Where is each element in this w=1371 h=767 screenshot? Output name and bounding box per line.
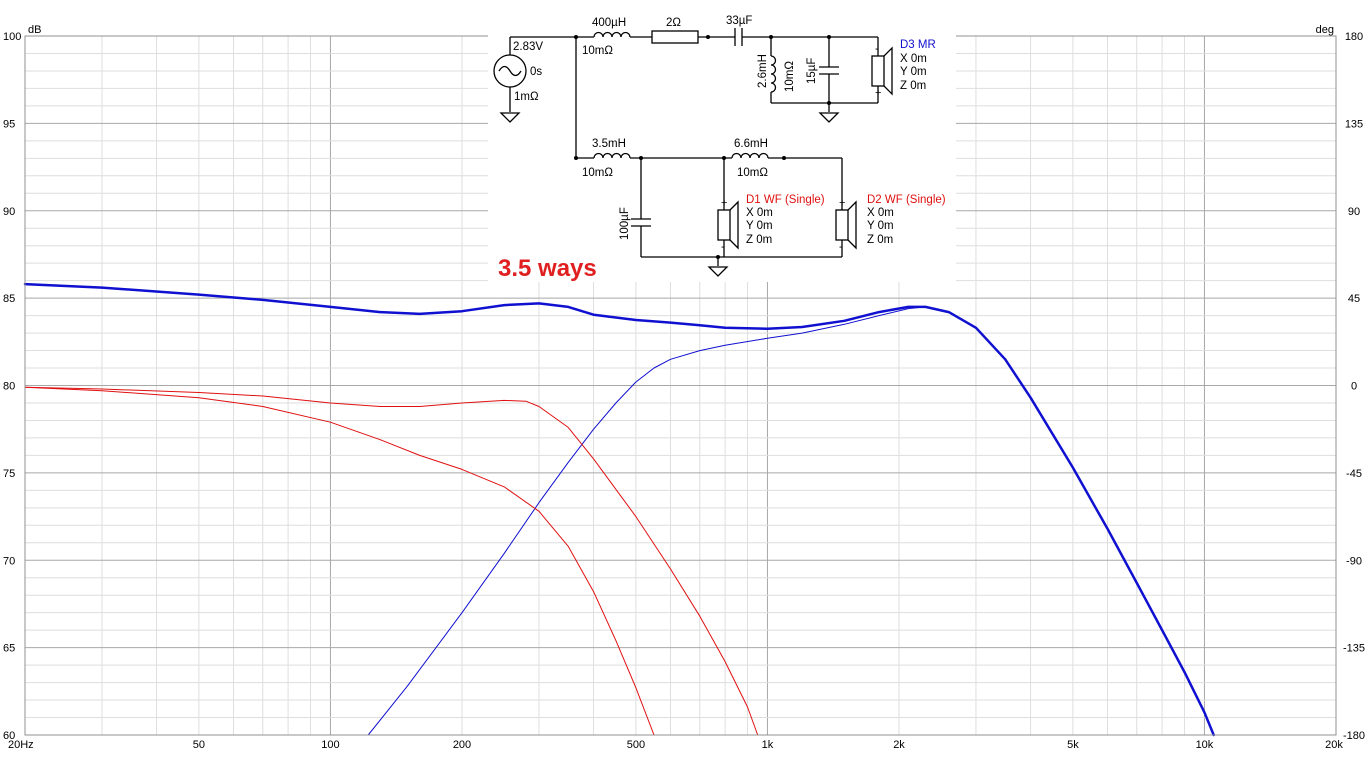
y-tick-label: 85: [3, 293, 15, 305]
x-tick-label: 10k: [1196, 739, 1214, 751]
right-axis-unit: deg: [1316, 24, 1334, 36]
l1-value: 400µH: [592, 17, 626, 29]
d2-y: Y 0m: [867, 220, 894, 232]
series-line-D1-WF: [24, 386, 759, 736]
x-tick-label: 500: [627, 739, 645, 751]
ground-icon: [818, 112, 840, 123]
y2-tick-label: 90: [1348, 206, 1360, 218]
series-line-D3-MR: [367, 306, 926, 736]
d3-y: Y 0m: [900, 66, 927, 78]
d3-name: D3 MR: [900, 39, 936, 51]
ground-icon: [707, 266, 729, 277]
x-tick-label: 2k: [893, 739, 905, 751]
y2-tick-label: -90: [1346, 555, 1362, 567]
d3-z: Z 0m: [900, 80, 926, 92]
source-resistance: 1mΩ: [514, 91, 539, 103]
d3-polarity-plus: +: [875, 87, 881, 99]
x-tick-label: 1k: [762, 739, 774, 751]
d1-y: Y 0m: [746, 220, 773, 232]
c2-value: 15µF: [806, 58, 818, 84]
speaker-d2-icon: [835, 209, 849, 241]
y2-tick-label: 45: [1348, 293, 1360, 305]
grid: [24, 35, 1337, 736]
d1-polarity-plus: +: [721, 197, 727, 209]
y2-tick-label: -45: [1346, 468, 1362, 480]
y-tick-label: 80: [3, 381, 15, 393]
l4-resistance: 10mΩ: [737, 167, 768, 179]
y-tick-label: 90: [3, 206, 15, 218]
l1-resistance: 10mΩ: [582, 45, 613, 57]
y-tick-label: 70: [3, 555, 15, 567]
y2-tick-label: 0: [1351, 381, 1357, 393]
x-tick-label: 20k: [1325, 739, 1343, 751]
l3-value: 3.5mH: [592, 138, 626, 150]
y2-tick-label: -135: [1343, 643, 1365, 655]
d2-z: Z 0m: [867, 234, 893, 246]
d3-polarity-minus: -: [875, 43, 879, 55]
d2-polarity-plus: +: [839, 197, 845, 209]
x-tick-label: 5k: [1067, 739, 1079, 751]
d1-polarity-minus: -: [721, 241, 725, 253]
y2-tick-label: 180: [1345, 31, 1363, 43]
y-tick-label: 100: [3, 31, 21, 43]
series-line-total: [23, 282, 1215, 737]
c3-value: 100µF: [619, 207, 631, 240]
inductor-2-6mh-icon: [770, 55, 777, 93]
ground-icon: [499, 112, 521, 123]
y2-tick-label: -180: [1343, 730, 1365, 742]
left-axis-unit: dB: [28, 24, 41, 36]
d3-x: X 0m: [900, 53, 927, 65]
series-lines: [23, 282, 1215, 737]
y-tick-label: 65: [3, 643, 15, 655]
x-tick-label: 100: [321, 739, 339, 751]
schematic-overlay: 2.83V 0s 1mΩ 400µH 10mΩ 2Ω 33µF 2.6mH 10…: [488, 5, 956, 282]
d2-name: D2 WF (Single): [867, 194, 946, 206]
x-tick-label: 20Hz: [8, 739, 34, 751]
d1-z: Z 0m: [746, 234, 772, 246]
x-tick-label: 50: [193, 739, 205, 751]
l4-value: 6.6mH: [734, 138, 768, 150]
speaker-d3-icon: [871, 55, 885, 87]
annotation-3-5-ways: 3.5 ways: [498, 255, 597, 282]
inductor-6-6mh-icon: [731, 152, 769, 159]
axis-labels: 20Hz 50 100 200 500 1k 2k 5k 10k 20k 100 95 90 85 80 75…: [3, 24, 1365, 751]
inductor-400uh-icon: [593, 31, 631, 38]
y-tick-label: 60: [3, 730, 15, 742]
l2-value: 2.6mH: [757, 54, 769, 88]
l2-resistance: 10mΩ: [784, 61, 796, 92]
d2-polarity-minus: -: [839, 241, 843, 253]
inductor-3-5mh-icon: [593, 152, 631, 159]
source-delay: 0s: [530, 66, 542, 78]
y-tick-label: 95: [3, 118, 15, 130]
x-tick-label: 200: [453, 739, 471, 751]
source-voltage: 2.83V: [513, 41, 543, 53]
c1-value: 33µF: [726, 15, 752, 27]
y2-tick-label: 135: [1345, 118, 1363, 130]
series-line-D2-WF: [24, 386, 655, 736]
y-tick-label: 75: [3, 468, 15, 480]
d1-name: D1 WF (Single): [746, 194, 825, 206]
speaker-d1-icon: [717, 209, 731, 241]
r1-value: 2Ω: [666, 17, 681, 29]
d2-x: X 0m: [867, 207, 894, 219]
d1-x: X 0m: [746, 207, 773, 219]
l3-resistance: 10mΩ: [582, 167, 613, 179]
